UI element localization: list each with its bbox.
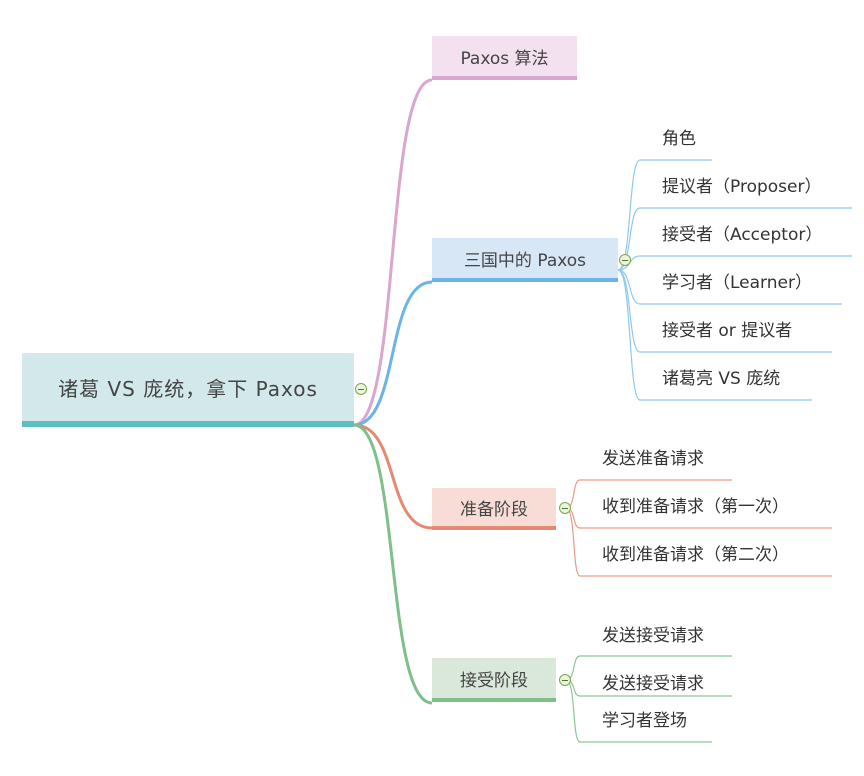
leaf-learner-enters[interactable]: 学习者登场 [602, 711, 687, 731]
root-topic[interactable]: 诸葛 VS 庞统，拿下 Paxos [22, 353, 354, 425]
leaf-learner[interactable]: 学习者（Learner） [662, 273, 812, 293]
branch-paxos-algorithm[interactable]: Paxos 算法 [432, 36, 577, 80]
leaf-roles[interactable]: 角色 [662, 129, 696, 149]
branch-accept-phase[interactable]: 接受阶段 [432, 658, 556, 702]
connector-paxos-algorithm [353, 78, 433, 427]
branch-label: Paxos 算法 [460, 48, 549, 69]
branch-label: 准备阶段 [460, 499, 528, 520]
minus-circle-icon[interactable] [355, 383, 367, 395]
branch-label: 接受阶段 [460, 670, 528, 691]
connector-prepare-phase [353, 423, 433, 530]
minus-circle-icon[interactable] [619, 254, 631, 266]
leaf-send-prepare[interactable]: 发送准备请求 [602, 449, 704, 469]
leaf-send-accept-2[interactable]: 发送接受请求 [602, 674, 704, 694]
minus-circle-icon[interactable] [559, 502, 571, 514]
leaf-proposer[interactable]: 提议者（Proposer） [662, 177, 822, 197]
leaf-acceptor[interactable]: 接受者（Acceptor） [662, 225, 823, 245]
root-topic-label: 诸葛 VS 庞统，拿下 Paxos [58, 376, 318, 401]
branch-label: 三国中的 Paxos [463, 250, 587, 271]
leaf-receive-prepare-second[interactable]: 收到准备请求（第二次） [602, 545, 789, 565]
leaf-zhuge-vs-pangtong[interactable]: 诸葛亮 VS 庞统 [662, 369, 781, 389]
branch-prepare-phase[interactable]: 准备阶段 [432, 488, 556, 530]
leaf-send-accept-1[interactable]: 发送接受请求 [602, 626, 704, 646]
connector-accept-phase [353, 423, 433, 705]
leaf-acceptor-or-proposer[interactable]: 接受者 or 提议者 [662, 321, 793, 341]
branch-three-kingdoms-paxos[interactable]: 三国中的 Paxos [432, 238, 618, 282]
minus-circle-icon[interactable] [559, 674, 571, 686]
leaf-receive-prepare-first[interactable]: 收到准备请求（第一次） [602, 497, 789, 517]
connector-three-kingdoms [353, 280, 433, 427]
